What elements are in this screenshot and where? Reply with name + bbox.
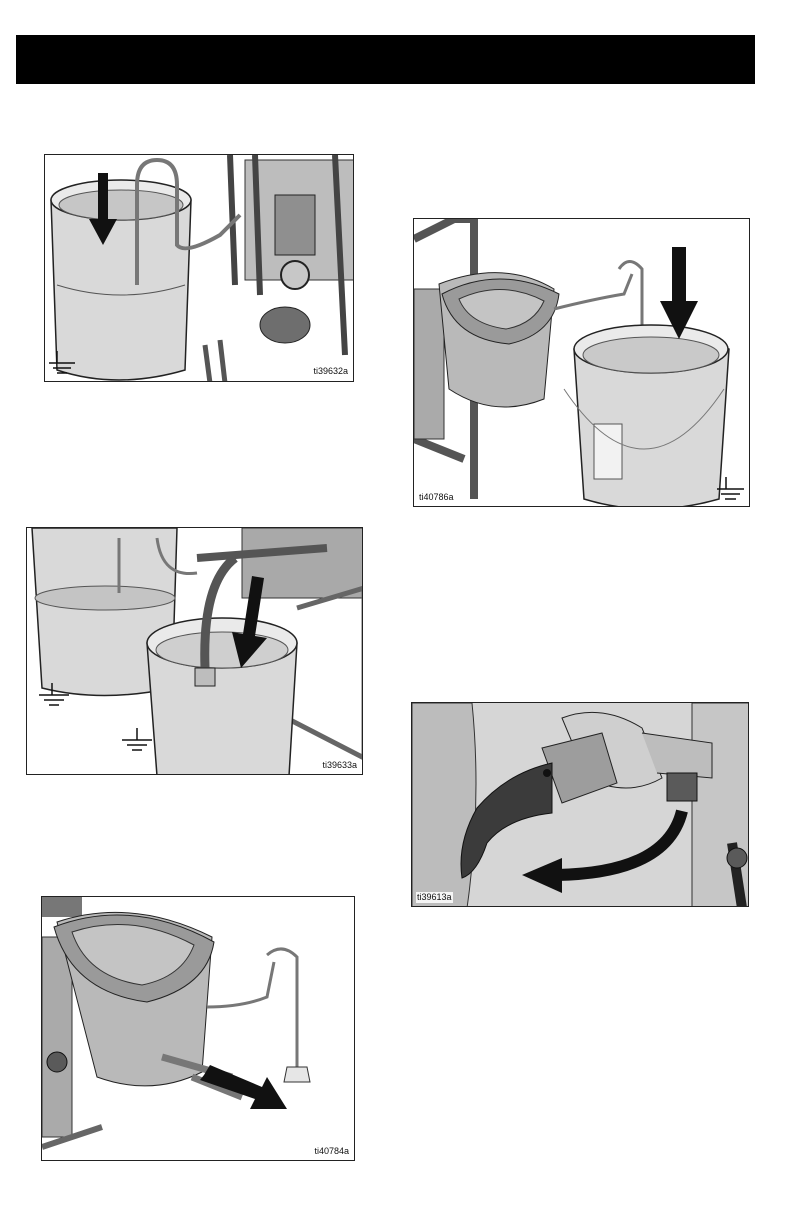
ground-symbol-icon [717,477,744,499]
figure-illustration [414,219,750,507]
figure-bucket-suction-tube: ti39632a [44,154,354,382]
figure-label: ti39613a [416,892,453,903]
figure-two-buckets-drain-hose: ti39633a [26,527,363,775]
figure-label: ti39633a [321,760,358,771]
figure-label: ti40784a [313,1146,350,1157]
figure-illustration [45,155,354,382]
figure-label: ti40786a [418,492,455,503]
figure-illustration [412,703,749,907]
figure-prime-valve-handle: ti39613a [411,702,749,907]
ground-symbol-icon [122,728,152,750]
figure-illustration [42,897,355,1161]
figure-illustration [27,528,363,775]
figure-hopper-bucket: ti40786a [413,218,750,507]
section-header-bar [16,35,755,84]
figure-hopper-remove-tube: ti40784a [41,896,355,1161]
figure-label: ti39632a [312,366,349,377]
